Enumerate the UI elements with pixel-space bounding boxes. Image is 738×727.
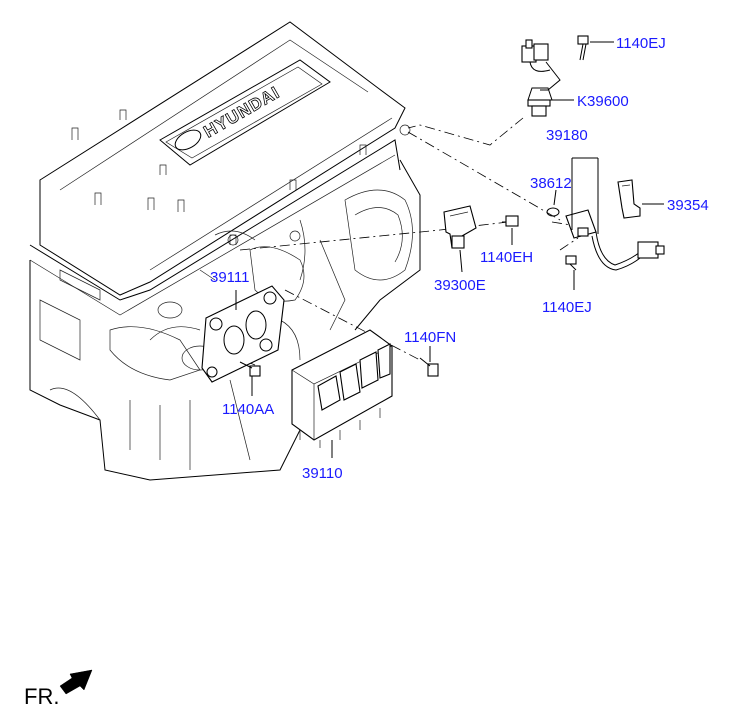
label-1140EJ-top: 1140EJ	[616, 35, 666, 52]
label-39300E: 39300E	[434, 277, 486, 294]
label-39180: 39180	[546, 127, 588, 144]
logo-emblem-icon	[174, 129, 202, 151]
label-39111: 39111	[210, 269, 250, 286]
label-1140EH: 1140EH	[480, 249, 533, 266]
bolt-1140FN	[419, 357, 439, 377]
label-38612: 38612	[530, 175, 572, 192]
reference-lines	[229, 117, 591, 366]
label-39354: 39354	[667, 197, 709, 214]
bracket-39354	[617, 179, 641, 219]
sensor-k39600	[521, 39, 561, 117]
engine-logo-text: HYUNDAI	[201, 83, 284, 142]
sensor-39180	[546, 207, 665, 271]
bolt-1140AA	[239, 361, 261, 377]
bolt-1140EJ-top	[577, 35, 589, 61]
bolt-1140EJ-bottom	[565, 255, 577, 271]
callout-leaders	[235, 41, 664, 458]
ecu-39110	[291, 329, 393, 448]
label-1140FN: 1140FN	[404, 329, 456, 346]
o-ring-38612	[546, 207, 560, 217]
front-arrow-icon	[59, 669, 93, 695]
front-indicator: FR.	[24, 669, 93, 709]
label-K39600: K39600	[577, 93, 629, 110]
front-indicator-label: FR.	[24, 684, 59, 709]
label-1140EJ-bottom: 1140EJ	[542, 299, 592, 316]
label-1140AA: 1140AA	[222, 401, 274, 418]
bolt-1140EH	[502, 215, 519, 227]
gasket-39111	[201, 285, 285, 383]
label-39110: 39110	[302, 465, 343, 482]
sensor-39300E	[443, 205, 477, 249]
